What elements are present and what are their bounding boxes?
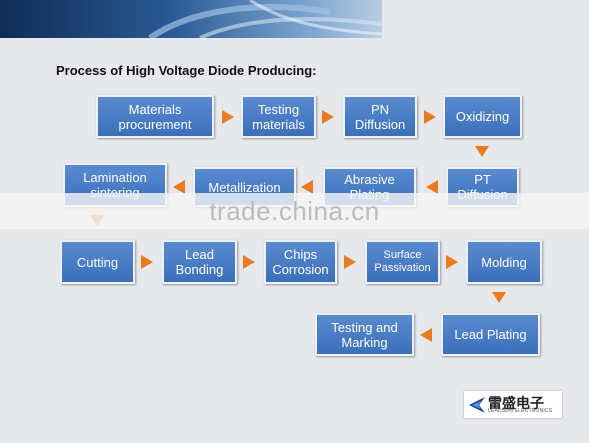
arrow-left [426, 180, 438, 194]
step-materials-procurement: Materials procurement [96, 95, 214, 138]
watermark-strip: trade.china.cn [0, 193, 589, 229]
logo-english-name: LEADSUN ELECTRONICS [488, 408, 553, 414]
arrow-right [344, 255, 356, 269]
arrow-right [243, 255, 255, 269]
logo-chinese-name: 雷盛电子 [488, 395, 544, 411]
arrow-right [222, 110, 234, 124]
step-cutting: Cutting [60, 240, 135, 284]
arrow-right [424, 110, 436, 124]
step-chips-corrosion: Chips Corrosion [264, 240, 337, 284]
page-title: Process of High Voltage Diode Producing: [56, 63, 317, 78]
leadsun-logo-icon [469, 397, 485, 413]
step-lead-plating: Lead Plating [441, 313, 540, 356]
step-surface-passivation: Surface Passivation [365, 240, 440, 284]
arrow-left [173, 180, 185, 194]
arrow-right [322, 110, 334, 124]
arrow-right [141, 255, 153, 269]
step-pn-diffusion: PN Diffusion [343, 95, 417, 138]
step-oxidizing: Oxidizing [443, 95, 522, 138]
arrow-left [301, 180, 313, 194]
step-lead-bonding: Lead Bonding [162, 240, 237, 284]
arrow-left [420, 328, 432, 342]
arrow-right [446, 255, 458, 269]
watermark-text: trade.china.cn [209, 196, 380, 226]
banner-swirl-graphic [148, 0, 382, 38]
step-testing-materials: Testing materials [241, 95, 316, 138]
header-banner [0, 0, 382, 38]
arrow-down [492, 292, 506, 303]
step-molding: Molding [466, 240, 542, 284]
step-testing-and-marking: Testing and Marking [315, 313, 414, 356]
arrow-down [475, 146, 489, 157]
company-logo: 雷盛电子 LEADSUN ELECTRONICS [464, 391, 562, 418]
